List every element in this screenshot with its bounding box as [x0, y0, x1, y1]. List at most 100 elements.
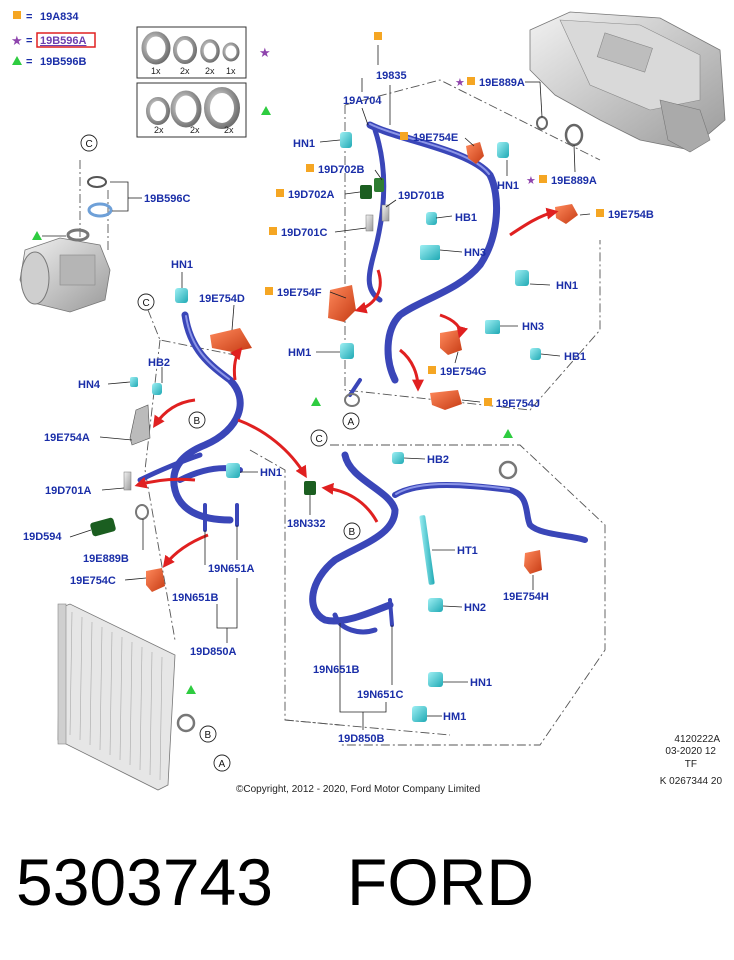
schrader-valve-icon	[381, 204, 390, 222]
hn1-fitting-icon	[226, 463, 240, 478]
hose-assemblies	[137, 121, 588, 635]
svg-text:2x: 2x	[224, 125, 234, 135]
part-label: 19D850A	[190, 646, 237, 658]
hn4-fitting-icon	[130, 377, 138, 387]
hn3-fitting-icon	[485, 320, 500, 334]
part-label: 19N651B	[313, 664, 360, 676]
part-label: HN1	[171, 259, 193, 271]
star-marker-icon: ★	[11, 33, 23, 48]
illustration-code: 4120222A 03-2020 12 TF K 0267344 20	[660, 734, 723, 787]
part-label: HN1	[293, 138, 315, 150]
svg-text:B: B	[205, 730, 212, 741]
part-label: HN2	[464, 602, 486, 614]
square-marker-icon	[539, 175, 547, 183]
svg-text:=: =	[26, 11, 32, 23]
o-ring-icon	[87, 176, 107, 188]
copyright-text: ©Copyright, 2012 - 2020, Ford Motor Comp…	[236, 784, 480, 795]
svg-text:2x: 2x	[180, 66, 190, 76]
condenser-illustration	[57, 603, 176, 791]
part-label: 19D594	[23, 531, 62, 543]
bracket-icon	[555, 204, 578, 224]
o-ring-icon	[564, 123, 584, 147]
square-marker-icon	[276, 189, 284, 197]
callout-circle: A	[342, 412, 360, 430]
fittings	[66, 116, 584, 733]
square-marker-icon	[374, 32, 382, 40]
part-label: HT1	[457, 545, 478, 557]
hb2-fitting-icon	[392, 452, 404, 464]
svg-text:03-2020 12: 03-2020 12	[665, 746, 716, 757]
leader-lines	[42, 45, 591, 730]
part-label: HN1	[497, 180, 519, 192]
part-label: 19E889A	[551, 175, 597, 187]
bracket-icon	[524, 550, 542, 574]
bracket-icon	[129, 404, 151, 446]
o-ring-icon	[146, 87, 240, 129]
part-label: HN3	[464, 247, 486, 259]
part-label: 19E754A	[44, 432, 90, 444]
svg-text:4120222A: 4120222A	[674, 734, 720, 745]
triangle-marker-icon	[261, 106, 271, 115]
svg-text:A: A	[348, 417, 355, 428]
bracket-icon	[466, 142, 484, 164]
part-label: 19E889B	[83, 553, 129, 565]
part-label: 19E754H	[503, 591, 549, 603]
part-label: HN1	[470, 677, 492, 689]
part-label: 19N651B	[172, 592, 219, 604]
legend-code: 19A834	[40, 11, 79, 23]
o-ring-icon	[344, 393, 360, 407]
part-label: HB1	[564, 351, 586, 363]
svg-text:1x: 1x	[226, 66, 236, 76]
part-label: HN1	[556, 280, 578, 292]
part-label: 19D702A	[288, 189, 335, 201]
compressor-illustration	[19, 237, 111, 313]
triangle-marker-icon	[186, 685, 196, 694]
bracket-icon	[440, 330, 462, 355]
hn1-fitting-icon	[428, 672, 443, 687]
legend-item-square: = 19A834	[13, 11, 79, 23]
svg-text:B: B	[349, 527, 356, 538]
seal-kit-star: 1x 2x 2x 1x ★	[136, 26, 271, 79]
schrader-valve-icon	[123, 471, 132, 491]
part-label: HM1	[443, 711, 466, 723]
hb1-fitting-icon	[530, 348, 541, 360]
triangle-marker-icon	[12, 56, 22, 65]
svg-text:C: C	[143, 298, 150, 309]
part-labels: 19835 19A704 ★ 19E889A HN1 19E754E HN1 ★…	[23, 32, 654, 745]
square-marker-icon	[484, 398, 492, 406]
triangle-marker-icon	[32, 231, 42, 240]
sensor-connector-icon	[304, 481, 316, 495]
square-marker-icon	[596, 209, 604, 217]
o-ring-icon	[87, 202, 113, 218]
part-label: 19E754C	[70, 575, 116, 587]
svg-text:C: C	[86, 139, 93, 150]
part-label: HB2	[427, 454, 449, 466]
valve-icon	[360, 185, 372, 199]
part-label: 19D701C	[281, 227, 328, 239]
part-label: 19E754B	[608, 209, 654, 221]
callout-circle: C	[80, 134, 98, 152]
part-label: 19E754F	[277, 287, 322, 299]
part-label: 19D701A	[45, 485, 92, 497]
svg-text:2x: 2x	[154, 125, 164, 135]
hn1-fitting-icon	[175, 288, 188, 303]
o-ring-icon	[498, 460, 518, 480]
callout-circle: C	[310, 429, 328, 447]
part-number: 5303743	[16, 845, 273, 919]
part-label: 19E754E	[413, 132, 458, 144]
bracket-icon	[328, 285, 356, 322]
bracket-icon	[430, 390, 462, 410]
part-label: HN4	[78, 379, 101, 391]
svg-text:B: B	[194, 416, 201, 427]
svg-text:K 0267344 20: K 0267344 20	[660, 776, 723, 787]
callout-circle: B	[343, 522, 361, 540]
hb1-fitting-icon	[426, 212, 437, 225]
o-ring-icon	[135, 504, 149, 520]
svg-text:=: =	[26, 56, 32, 68]
square-marker-icon	[13, 11, 21, 19]
part-label: 19B596C	[144, 193, 191, 205]
bracket-icon	[210, 328, 252, 352]
o-ring-icon	[66, 228, 90, 242]
bracket-icon	[146, 568, 165, 592]
